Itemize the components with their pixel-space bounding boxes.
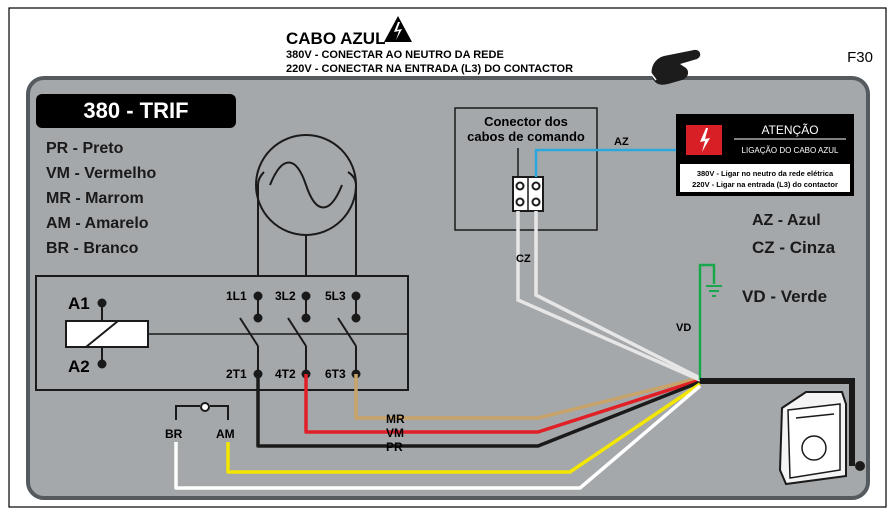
contact-3 <box>337 317 357 347</box>
terminal-block <box>512 176 544 212</box>
terminal-6t3: 6T3 <box>325 367 346 381</box>
legend-am: AM - Amarelo <box>46 215 149 232</box>
contact-1 <box>239 317 259 347</box>
attention-subtitle: LIGAÇÃO DO CABO AZUL <box>742 146 839 155</box>
wire-label-mr: MR <box>386 412 405 426</box>
connector-title-1: Conector dos <box>484 114 568 129</box>
terminal-2t1: 2T1 <box>226 367 247 381</box>
legend-vm: VM - Vermelho <box>46 165 156 182</box>
coil-symbol <box>65 298 408 369</box>
wire-cz-1 <box>516 211 701 382</box>
attention-label <box>676 114 854 196</box>
wire-cz-2 <box>534 211 701 380</box>
wire-label-cz: CZ <box>516 253 531 265</box>
wire-pr <box>256 374 701 448</box>
terminal-4t2: 4T2 <box>275 367 296 381</box>
mode-badge <box>36 94 236 128</box>
legend-mr: MR - Marrom <box>46 190 144 207</box>
mode-label: 380 - TRIF <box>83 98 188 123</box>
wire-az <box>534 148 676 177</box>
wire-vd <box>698 263 716 380</box>
top-warning-line2: 220V - CONECTAR NA ENTRADA (L3) DO CONTA… <box>286 63 573 75</box>
legend-br: BR - Branco <box>46 240 139 257</box>
coil-a2-label: A2 <box>68 357 90 376</box>
legend-pr: PR - Preto <box>46 140 124 157</box>
float-switch <box>175 402 229 420</box>
switch-br-label: BR <box>165 427 183 441</box>
terminal-3l2: 3L2 <box>275 289 296 303</box>
ground-icon <box>706 285 722 297</box>
switch-am-label: AM <box>216 427 235 441</box>
terminal-5l3: 5L3 <box>325 289 346 303</box>
wire-vm <box>304 374 701 434</box>
motor-lead-3 <box>347 171 357 296</box>
pointing-hand-icon <box>649 49 701 85</box>
high-voltage-icon <box>384 16 412 42</box>
coil-a1-label: A1 <box>68 294 90 313</box>
top-warning-title: CABO AZUL <box>286 29 385 48</box>
figure-code: F30 <box>847 49 873 66</box>
terminal-1l1: 1L1 <box>226 289 247 303</box>
attention-line2: 220V - Ligar na entrada (L3) do contacto… <box>692 180 838 189</box>
contactor-box <box>35 275 409 391</box>
legend-cz: CZ - Cinza <box>752 238 836 257</box>
legend-az: AZ - Azul <box>752 212 821 229</box>
wire-mr <box>354 374 701 420</box>
motor-lead-1 <box>257 171 265 296</box>
attention-line1: 380V - Ligar no neutro da rede elétrica <box>697 169 834 178</box>
device-icon <box>778 391 865 486</box>
wire-label-az: AZ <box>614 136 629 148</box>
lightning-icon <box>700 128 710 152</box>
attention-title: ATENÇÃO <box>761 123 818 137</box>
legend-vd: VD - Verde <box>742 287 827 306</box>
wire-br <box>174 384 702 490</box>
contact-2 <box>287 317 307 347</box>
main-cable <box>700 378 855 466</box>
wire-am <box>226 382 701 474</box>
wire-label-vd: VD <box>676 322 691 334</box>
connector-title-2: cabos de comando <box>467 129 585 144</box>
top-warning-line1: 380V - CONECTAR AO NEUTRO DA REDE <box>286 49 504 61</box>
wire-label-pr: PR <box>386 440 403 454</box>
wire-label-vm: VM <box>386 426 404 440</box>
